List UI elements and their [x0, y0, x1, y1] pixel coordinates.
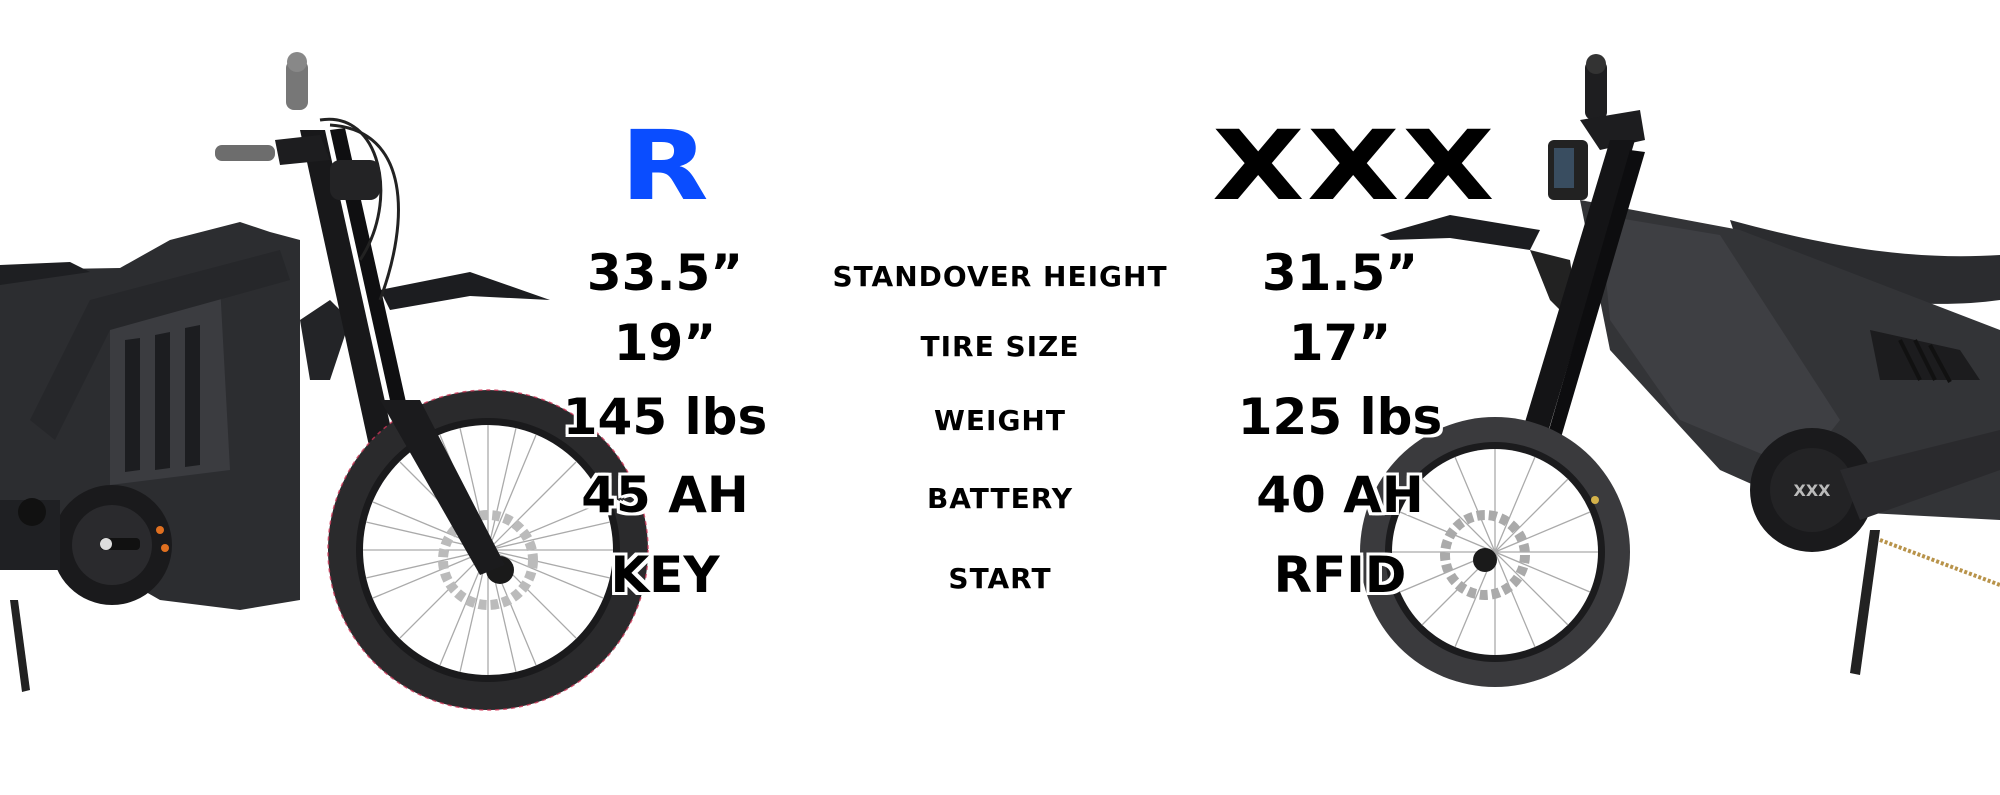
svg-text:XXX: XXX — [1793, 481, 1831, 500]
left-tire-value: 19” — [613, 314, 717, 372]
left-start-value: KEY — [610, 546, 720, 604]
spec-row-tire-size: 19” TIRE SIZE 17” — [0, 318, 2000, 388]
left-battery-value: 45 AH — [581, 466, 749, 524]
spec-row-standover-height: 33.5” STANDOVER HEIGHT 31.5” — [0, 248, 2000, 318]
right-battery-value: 40 AH — [1256, 466, 1424, 524]
right-weight-value: 125 lbs — [1237, 388, 1443, 446]
battery-label: BATTERY — [926, 482, 1074, 515]
weight-label: WEIGHT — [934, 404, 1066, 437]
spec-row-battery: 45 AH BATTERY 40 AH — [0, 470, 2000, 540]
right-model-title: XXX — [1212, 110, 1498, 222]
right-start-value: RFID — [1273, 546, 1407, 604]
right-bike-image: XXX — [1360, 54, 2000, 687]
start-label: START — [948, 562, 1052, 595]
left-bike-image — [0, 52, 649, 711]
tire-size-label: TIRE SIZE — [920, 330, 1080, 363]
left-weight-value: 145 lbs — [562, 388, 768, 446]
right-tire-value: 17” — [1288, 314, 1392, 372]
standover-label: STANDOVER HEIGHT — [832, 260, 1168, 293]
right-standover-value: 31.5” — [1261, 244, 1419, 302]
left-standover-value: 33.5” — [586, 244, 744, 302]
spec-row-weight: 145 lbs WEIGHT 125 lbs — [0, 392, 2000, 462]
spec-row-start: KEY START RFID — [0, 550, 2000, 620]
left-model-title: R — [620, 110, 714, 222]
